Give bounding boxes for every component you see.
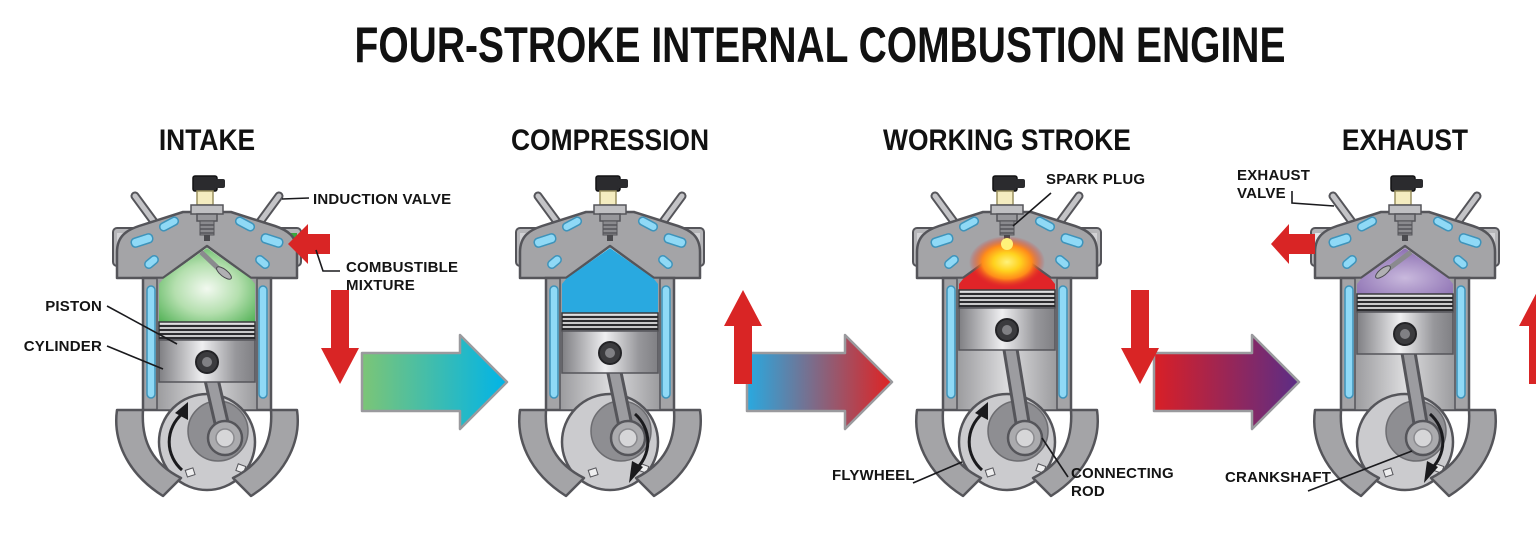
spark-plug xyxy=(593,175,628,241)
spark-plug xyxy=(190,175,225,241)
combustion-chamber xyxy=(562,248,658,313)
crankshaft-pin xyxy=(1404,419,1442,457)
piston xyxy=(1356,293,1454,355)
rotation-arrow xyxy=(629,412,650,483)
transition-arrow-intake-to-compression xyxy=(360,333,509,431)
piston-motion-arrow xyxy=(321,290,359,384)
stage-title-compression: COMPRESSION xyxy=(510,124,710,157)
piston-motion-arrow xyxy=(1121,290,1159,384)
crankshaft-pin xyxy=(609,419,647,457)
rotation-arrow xyxy=(1424,412,1445,483)
combustion-chamber xyxy=(959,236,1055,290)
label-crankshaft: CRANKSHAFT xyxy=(1225,469,1332,486)
combustion-chamber xyxy=(1357,248,1453,294)
label-induction-valve: INDUCTION VALVE xyxy=(313,191,452,208)
stage-title-working-stroke: WORKING STROKE xyxy=(883,124,1131,157)
piston xyxy=(561,312,659,374)
head-coolant-passages xyxy=(533,216,687,269)
crankshaft-pin xyxy=(206,419,244,457)
page-title: FOUR-STROKE INTERNAL COMBUSTION ENGINE xyxy=(354,17,1286,73)
transition-arrow-working-to-exhaust xyxy=(1152,333,1301,431)
label-flywheel: FLYWHEEL xyxy=(832,467,915,484)
spark-plug xyxy=(1388,175,1423,241)
stage-title-intake: INTAKE xyxy=(158,124,256,157)
engine-illustration-exhaust xyxy=(1271,175,1536,498)
rotation-arrow xyxy=(167,402,188,472)
engine-illustration-intake xyxy=(112,175,359,498)
label-connecting-rod: CONNECTING ROD xyxy=(1071,465,1174,501)
piston xyxy=(158,321,256,383)
crankcase xyxy=(115,408,299,498)
crankcase xyxy=(518,408,702,498)
transition-arrow-compression-to-working xyxy=(745,333,894,431)
head-coolant-passages xyxy=(130,216,284,269)
piston-motion-arrow xyxy=(1519,293,1536,384)
engine-illustration-compression xyxy=(515,175,762,498)
label-exhaust-valve: EXHAUST VALVE xyxy=(1237,167,1311,203)
label-cylinder: CYLINDER xyxy=(23,338,102,355)
label-combustible-mixture: COMBUSTIBLE MIXTURE xyxy=(346,259,459,295)
rotation-arrow xyxy=(967,402,988,472)
spark-plug xyxy=(990,175,1025,241)
label-spark-plug: SPARK PLUG xyxy=(1046,171,1146,188)
stage-title-exhaust: EXHAUST xyxy=(1341,124,1469,157)
engine-illustration-working-stroke xyxy=(912,175,1159,498)
piston xyxy=(958,289,1056,351)
label-piston: PISTON xyxy=(45,298,102,315)
head-coolant-passages xyxy=(1328,216,1482,269)
combustion-chamber xyxy=(159,248,255,322)
crankshaft-pin xyxy=(1006,419,1044,457)
exhaust-out-arrow xyxy=(1271,224,1315,264)
piston-motion-arrow xyxy=(724,290,762,384)
